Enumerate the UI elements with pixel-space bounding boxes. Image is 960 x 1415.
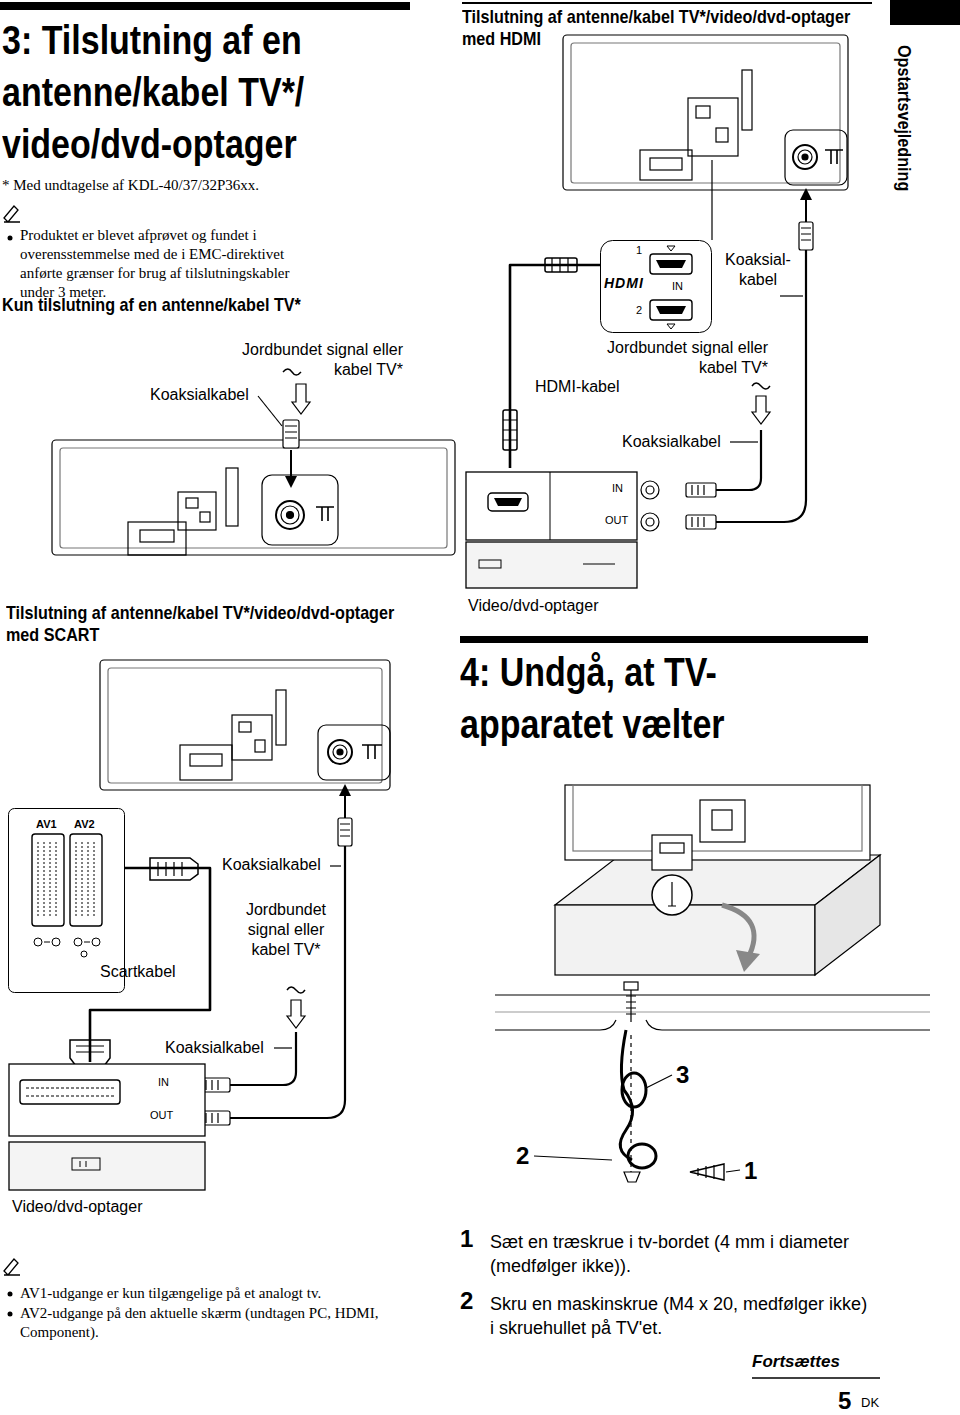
callout-number: 3 — [676, 1062, 689, 1088]
page-heading: 3: Tilslutning af en antenne/kabel TV*/ … — [2, 14, 412, 170]
video-dvd-recorder: IN OUT Video/dvd-optager — [465, 468, 640, 620]
node-text: IN — [672, 280, 683, 292]
node-text: OUT — [605, 514, 628, 526]
section-heading: Tilslutning af antenne/kabel TV*/video/d… — [462, 6, 882, 50]
signal-label: Jordbundet signal eller kabel TV* — [208, 340, 403, 380]
node-text: AV2 — [74, 818, 95, 830]
cable-connector — [90, 868, 210, 1062]
section-heading: Kun tilslutning af en antenne/kabel TV* — [2, 294, 422, 316]
node-text: IN — [612, 482, 623, 494]
section-heading: Tilslutning af antenne/kabel TV*/video/d… — [6, 602, 426, 646]
callout-number: 1 — [744, 1158, 757, 1184]
cable-connector — [510, 265, 600, 468]
hdmi-input-panel: 1HDMI IN 2 — [600, 240, 712, 333]
cable-label: Koaksialkabel — [222, 855, 321, 875]
continued-note: Fortsættes — [752, 1352, 840, 1372]
signal-label: Jordbundet signal eller kabel TV* — [236, 900, 336, 960]
video-dvd-recorder: IN OUT Video/dvd-optager — [8, 1062, 208, 1220]
cable-label: HDMI-kabel — [535, 377, 619, 397]
cable-label: Koaksialkabel — [622, 432, 721, 452]
note-text: AV2-udgange på den aktuelle skærm (undta… — [20, 1304, 400, 1342]
side-tab-label: Opstartsvejledning — [893, 45, 915, 191]
node-text: IN — [158, 1076, 169, 1088]
page-number: 5 — [838, 1388, 851, 1414]
signal-label: Jordbundet signal eller kabel TV* — [606, 338, 768, 378]
node-text: Video/dvd-optager — [468, 596, 598, 616]
node-text: HDMI — [604, 276, 644, 291]
step-number: 1 — [460, 1226, 473, 1252]
node-text: OUT — [150, 1109, 173, 1121]
node-outline — [8, 1062, 208, 1220]
footnote: * Med undtagelse af KDL-40/37/32P36xx. — [2, 176, 422, 195]
callout-number: 2 — [516, 1143, 529, 1169]
step-number: 2 — [460, 1288, 473, 1314]
note-text: AV1-udgange er kun tilgængelige på et an… — [20, 1284, 420, 1303]
node-text: Video/dvd-optager — [12, 1197, 142, 1217]
cable-label: Koaksialkabel — [150, 385, 249, 405]
cable-label: Scartkabel — [100, 962, 176, 982]
node-text: 1 — [636, 244, 642, 256]
node-text: AV1 — [36, 818, 57, 830]
step-text: Sæt en træskrue i tv-bordet (4 mm i diam… — [490, 1230, 855, 1278]
cable-label: Koaksialkabel — [165, 1038, 264, 1058]
node-text: 2 — [636, 304, 642, 316]
page-heading: 4: Undgå, at TV- apparatet vælter — [460, 646, 860, 750]
cable-label: Koaksial- kabel — [716, 250, 800, 290]
note-text: Produktet er blevet afprøvet og fundet i… — [20, 226, 310, 302]
language-code: DK — [861, 1395, 879, 1410]
step-text: Skru en maskinskrue (M4 x 20, medfølger … — [490, 1292, 875, 1340]
